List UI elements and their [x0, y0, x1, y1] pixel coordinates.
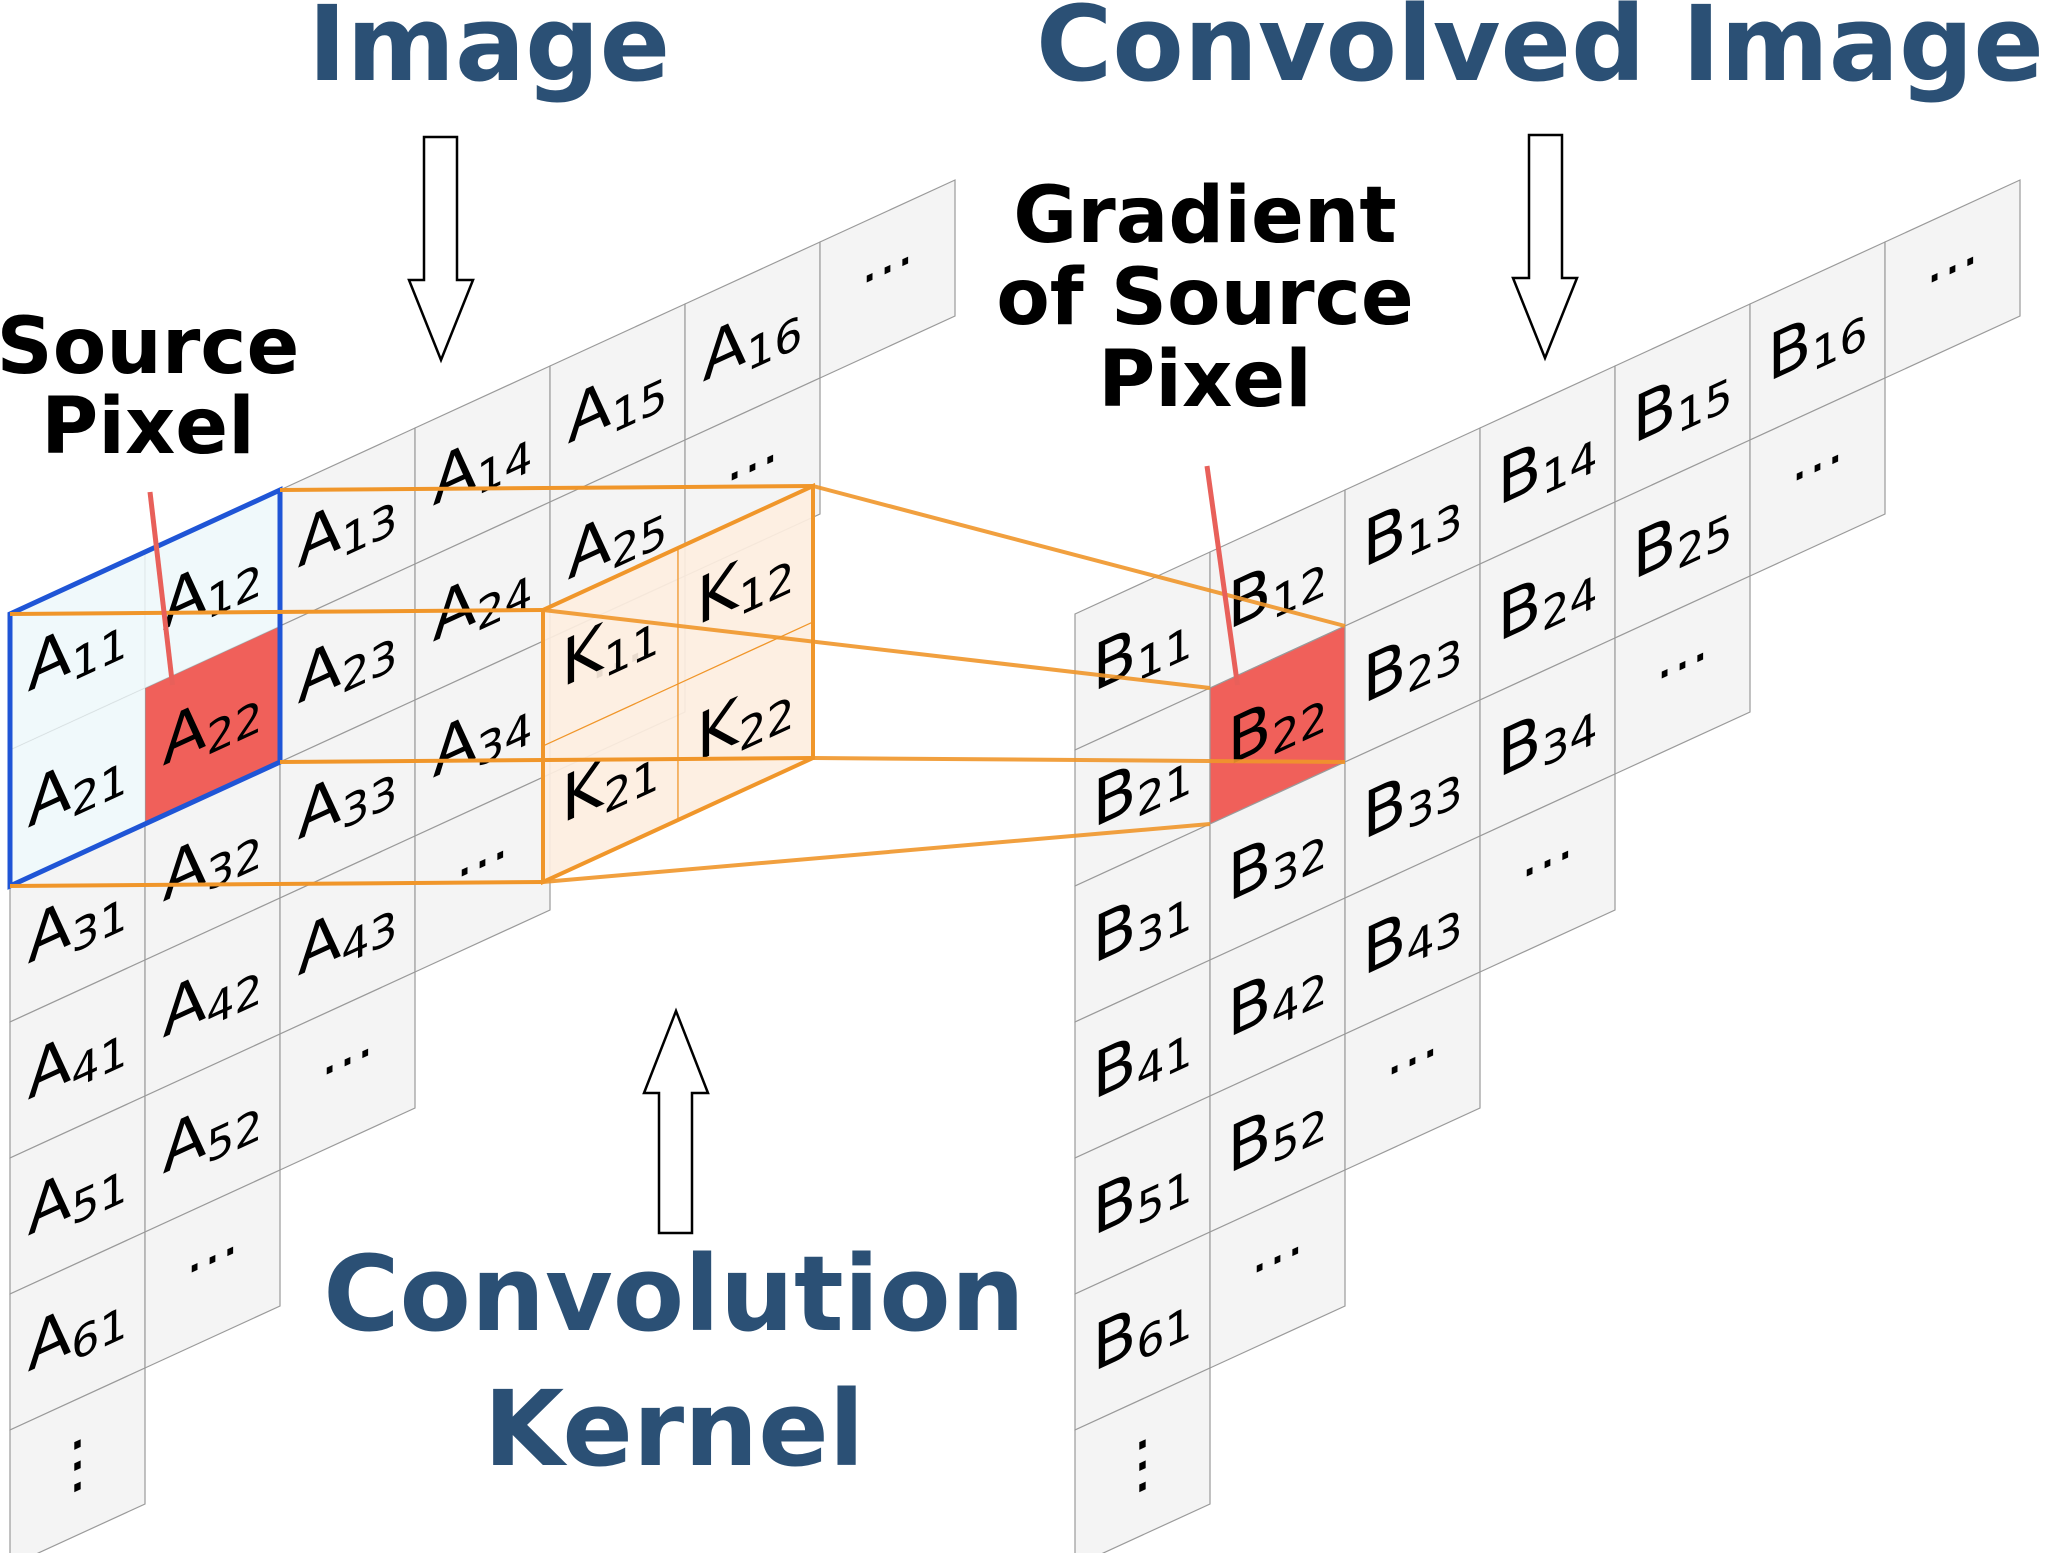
projection-line — [9, 880, 544, 888]
window-cell-fill — [10, 552, 145, 750]
projection-line — [9, 608, 544, 616]
kernel-title-line1: Convolution — [323, 1233, 1025, 1355]
projection-line — [542, 608, 1211, 690]
pixel-pointers — [147, 465, 1240, 686]
b-cell-dots-6-box — [1884, 179, 2021, 379]
projection-line — [279, 756, 814, 764]
b-cell-dots-3-box — [1479, 773, 1616, 973]
projection-line — [812, 484, 1346, 628]
b-cell-dots-4-box — [1614, 575, 1751, 775]
gradient-label-line1: Gradient — [1013, 171, 1396, 261]
gradient-label-line2: of Source — [996, 253, 1414, 343]
kernel-title-line2: Kernel — [484, 1368, 865, 1490]
kernel-projection-lines — [9, 484, 1346, 888]
down-arrow-icon — [1511, 133, 1579, 362]
projection-line — [812, 756, 1346, 764]
a-cell-vdots-0-box — [9, 1367, 146, 1553]
source-pixel-pointer — [147, 491, 175, 686]
gradient-label-line3: Pixel — [1098, 335, 1312, 425]
a-cell-dots-6-box — [819, 179, 956, 379]
gradient-pixel-pointer — [1204, 465, 1240, 686]
window-cell-fill — [10, 688, 145, 886]
b-cell-vdots-0-box — [1074, 1367, 1211, 1553]
a-cell-dots-2-box — [279, 971, 416, 1171]
source-pixel-label-line1: Source — [0, 302, 299, 392]
projection-line — [279, 484, 814, 492]
a-cell-dots-1-box — [144, 1169, 281, 1369]
a-cell-dots-3-box — [414, 773, 551, 973]
convolved-image-grid: B11B21B31B41B51B61⋮B12B22B32B42B52···B13… — [1074, 179, 2021, 1553]
image-title: Image — [308, 0, 670, 105]
convolved-image-title: Convolved Image — [1036, 0, 2044, 105]
b-cell-dots-5-box — [1749, 377, 1886, 577]
b-cell-dots-1-box — [1209, 1169, 1346, 1369]
source-pixel-label-line2: Pixel — [41, 382, 255, 472]
b-cell-dots-2-box — [1344, 971, 1481, 1171]
up-arrow-icon — [642, 1007, 710, 1235]
projection-line — [542, 822, 1211, 884]
down-arrow-icon — [407, 135, 475, 364]
window-cell-fill — [145, 490, 280, 688]
